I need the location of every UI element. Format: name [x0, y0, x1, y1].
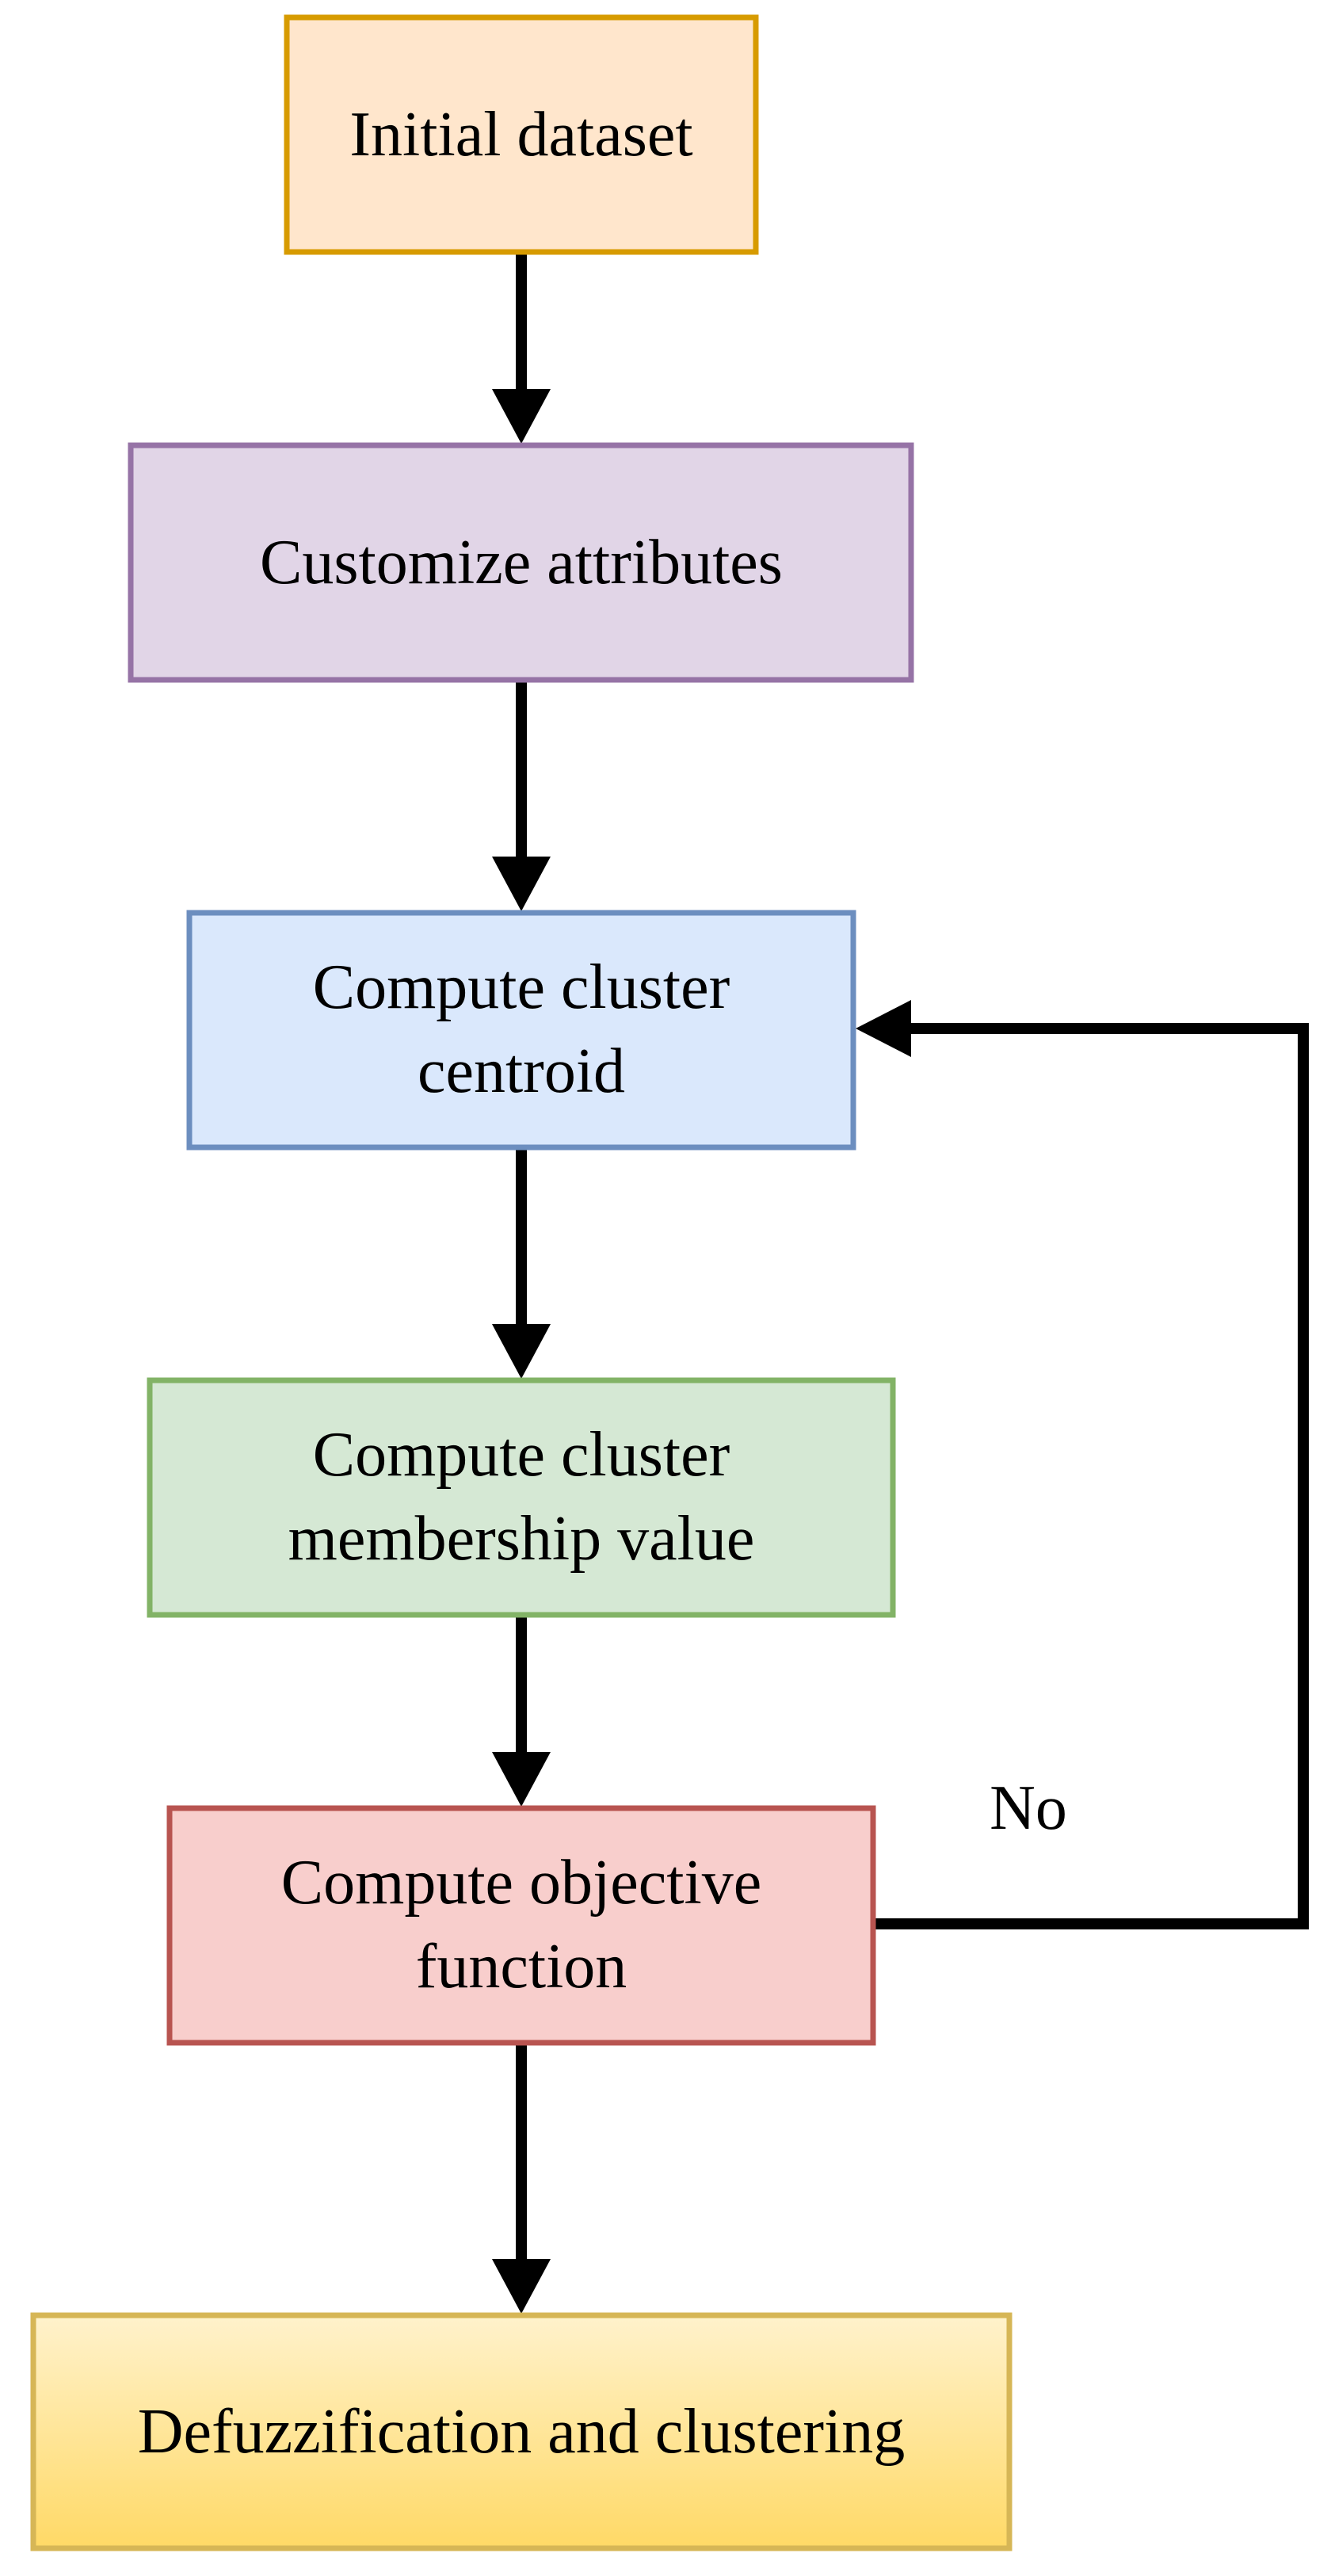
node-box	[128, 442, 914, 683]
node-compute-objective-function: Compute objective function	[166, 1805, 876, 2046]
node-customize-attributes: Customize attributes	[128, 442, 914, 683]
node-compute-cluster-centroid: Compute cluster centroid	[186, 910, 856, 1151]
node-box	[30, 2312, 1013, 2551]
edge-loop-no	[856, 1000, 1309, 1929]
edge-initial-to-customize	[492, 252, 551, 444]
node-label-line-2: function	[416, 1932, 627, 2002]
node-box	[284, 14, 759, 255]
node-initial-dataset: Initial dataset	[284, 14, 759, 255]
node-box	[147, 1377, 896, 1618]
node-label-line-1: Compute cluster	[313, 952, 730, 1022]
node-box	[166, 1805, 876, 2046]
node-compute-membership-value: Compute cluster membership value	[147, 1377, 896, 1618]
node-label-line-2: membership value	[288, 1504, 755, 1574]
node-defuzzification-clustering: Defuzzification and clustering	[30, 2312, 1013, 2551]
edge-objective-to-defuzz	[492, 2043, 551, 2314]
node-label: Customize attributes	[260, 528, 783, 597]
node-label: Defuzzification and clustering	[138, 2397, 905, 2467]
node-label: Initial dataset	[349, 100, 692, 170]
node-label-line-1: Compute cluster	[313, 1420, 730, 1490]
edge-customize-to-centroid	[492, 680, 551, 911]
node-label-line-2: centroid	[418, 1036, 625, 1106]
loop-label-no: No	[990, 1773, 1067, 1843]
edge-centroid-to-membership	[492, 1147, 551, 1379]
node-box	[186, 910, 856, 1151]
node-label-line-1: Compute objective	[281, 1848, 762, 1918]
edge-membership-to-objective	[492, 1615, 551, 1807]
